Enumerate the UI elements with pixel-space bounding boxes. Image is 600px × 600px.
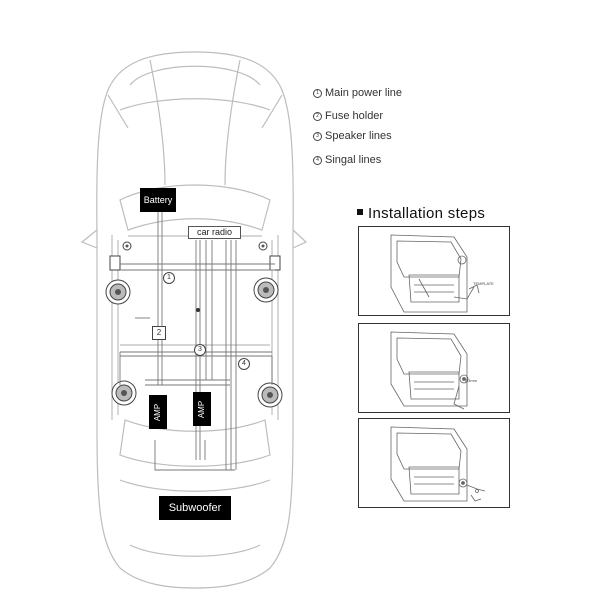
left-tweeter	[109, 241, 132, 271]
marker-fuse-holder: 2	[152, 326, 166, 340]
door-mount-illustration	[390, 426, 486, 502]
rear-left-speaker	[111, 380, 137, 406]
marker-speaker-lines: 3	[194, 344, 206, 356]
installation-steps-title: Installation steps	[357, 205, 485, 222]
marker-main-power: 1	[163, 272, 175, 284]
amp-right: AMP	[193, 392, 211, 426]
legend-item-fuse-holder: 2 Fuse holder	[313, 110, 383, 122]
legend-label: Fuse holder	[325, 110, 384, 122]
amp-left-label: AMP	[153, 403, 163, 421]
legend-number: 2	[313, 111, 322, 121]
legend-number: 4	[313, 155, 322, 165]
car-radio-label: car radio	[188, 226, 241, 239]
legend-item-speaker-lines: 3 Speaker lines	[313, 130, 392, 142]
legend-label: Singal lines	[325, 154, 382, 166]
drill-size-note: Ø3mm	[465, 378, 477, 383]
front-right-speaker	[253, 277, 279, 303]
door-template-illustration	[390, 234, 480, 313]
legend-label: Main power line	[325, 87, 403, 99]
subwoofer-label: Subwoofer	[159, 496, 231, 520]
car-outline	[80, 51, 308, 589]
step-panel-3	[358, 418, 510, 508]
right-tweeter	[258, 241, 281, 271]
amp-left: AMP	[149, 395, 167, 429]
step-panel-1: TEMPLATE	[358, 226, 510, 316]
junction-dot	[196, 308, 200, 312]
front-left-speaker	[105, 279, 131, 305]
marker-signal-lines: 4	[238, 358, 250, 370]
legend-number: 1	[313, 88, 322, 98]
bullet-square-icon	[357, 209, 363, 216]
battery-label: Battery	[140, 188, 176, 212]
speakers	[105, 241, 283, 408]
legend-label: Speaker lines	[325, 130, 392, 142]
door-drill-illustration	[390, 331, 469, 410]
legend-number: 3	[313, 131, 322, 141]
rear-right-speaker	[257, 382, 283, 408]
template-note: TEMPLATE	[473, 281, 494, 286]
installation-steps-text: Installation steps	[368, 205, 486, 222]
legend-item-signal-lines: 4 Singal lines	[313, 154, 381, 166]
amp-right-label: AMP	[197, 400, 207, 418]
legend-item-main-power: 1 Main power line	[313, 87, 402, 99]
step-panel-2: Ø3mm	[358, 323, 510, 413]
